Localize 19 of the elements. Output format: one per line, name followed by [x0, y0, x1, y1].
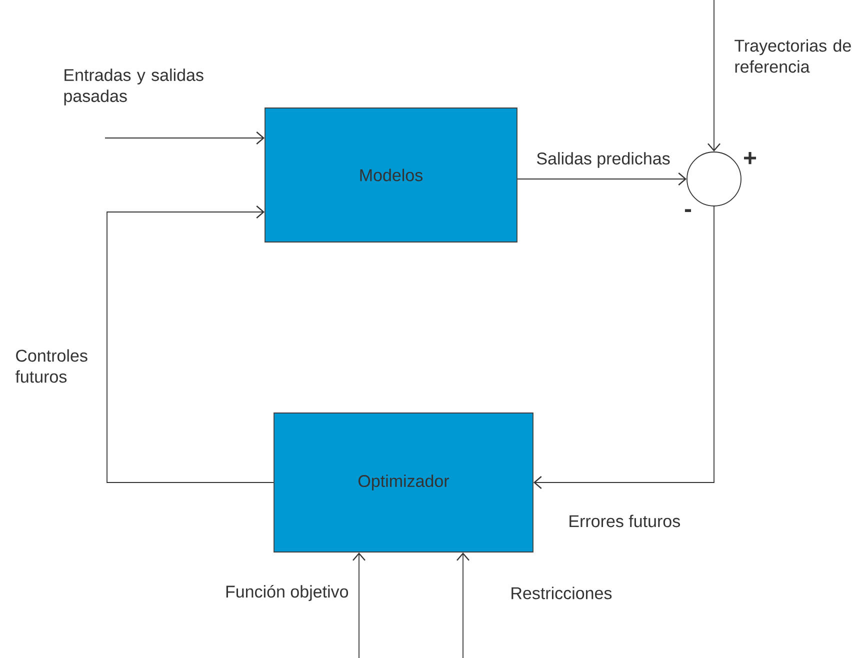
edge-label: Errores futuros: [570, 514, 680, 528]
edge-label: Restricciones: [512, 586, 612, 600]
arrow: [106, 206, 274, 483]
edge-label: Trayectorias de referencia: [734, 39, 851, 73]
process-box: Optimizador: [274, 412, 534, 552]
arrow: [517, 172, 687, 186]
arrow: [352, 552, 366, 658]
arrow: [456, 552, 470, 658]
process-box: Modelos: [264, 108, 518, 242]
sign-label: +: [744, 152, 756, 164]
edge-label: Función objetivo: [226, 584, 348, 602]
edge-label: Controles futuros: [15, 349, 88, 383]
arrow: [104, 132, 265, 144]
summing-junction: [686, 152, 742, 206]
sign-label: -: [684, 209, 692, 212]
edge-label: Salidas predichas: [536, 152, 670, 168]
arrow: [708, 0, 720, 152]
edge-label: Entradas y salidas pasadas: [64, 68, 204, 106]
arrow: [533, 206, 714, 489]
